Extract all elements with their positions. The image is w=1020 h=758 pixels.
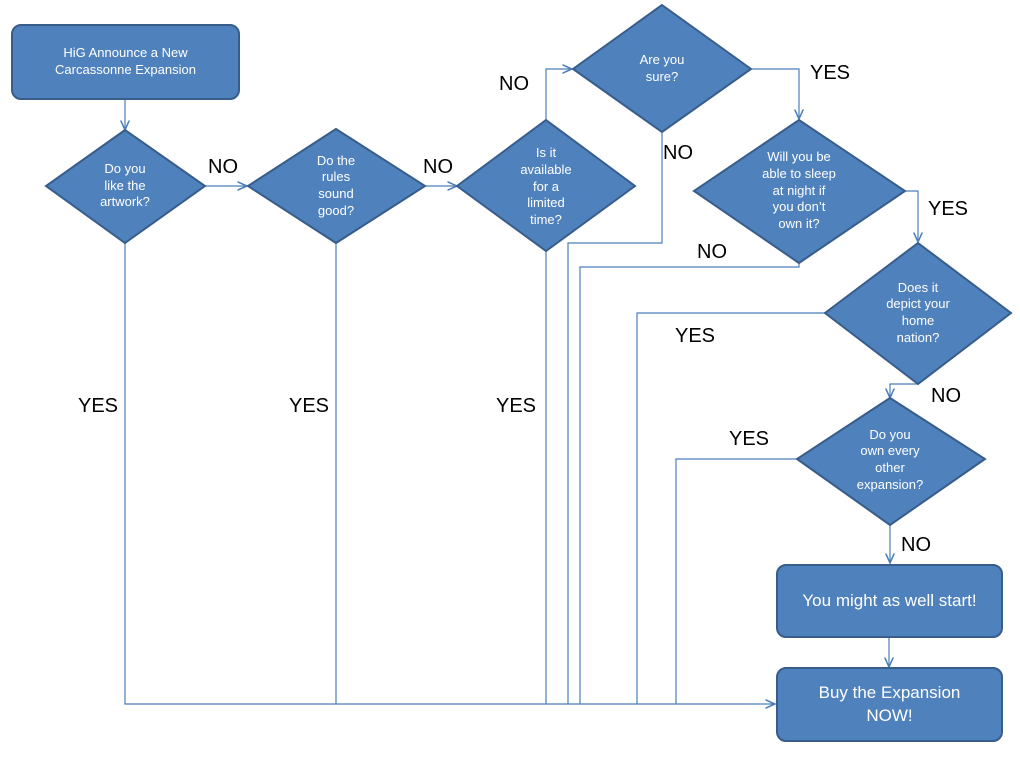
edge-artwork-buy — [124, 243, 775, 704]
edge-sleep-buy — [579, 263, 800, 704]
edge-nation-every — [890, 383, 918, 398]
label-sure-yes: YES — [810, 62, 851, 84]
rules-diamond — [246, 127, 427, 245]
label-artwork-yes: YES — [78, 395, 119, 417]
edge-nation-buy — [636, 312, 825, 704]
label-sleep-no: NO — [697, 241, 727, 263]
every-diamond — [795, 396, 987, 527]
label-nation-no: NO — [931, 385, 961, 407]
label-nation-yes: YES — [675, 325, 716, 347]
label-sure-no: NO — [663, 142, 693, 164]
sure-diamond — [571, 3, 753, 134]
label-limited-yes: YES — [496, 395, 537, 417]
might-box — [776, 564, 1003, 638]
nation-diamond — [823, 241, 1013, 386]
label-artwork-no: NO — [208, 156, 238, 178]
edge-limited-sure — [545, 69, 572, 120]
edge-sleep-nation — [905, 190, 918, 242]
label-sleep-yes: YES — [928, 198, 969, 220]
label-every-yes: YES — [729, 428, 770, 450]
label-every-no: NO — [901, 534, 931, 556]
start-box — [11, 24, 240, 100]
edge-sure-sleep — [751, 68, 799, 119]
edge-every-buy — [675, 458, 797, 704]
label-rules-no: NO — [423, 156, 453, 178]
sleep-diamond — [692, 118, 907, 265]
limited-diamond — [455, 118, 637, 253]
edge-sure-buy — [567, 132, 663, 704]
label-limited-no: NO — [499, 73, 529, 95]
buy-box — [776, 667, 1003, 742]
artwork-diamond — [44, 128, 207, 245]
label-rules-yes: YES — [289, 395, 330, 417]
